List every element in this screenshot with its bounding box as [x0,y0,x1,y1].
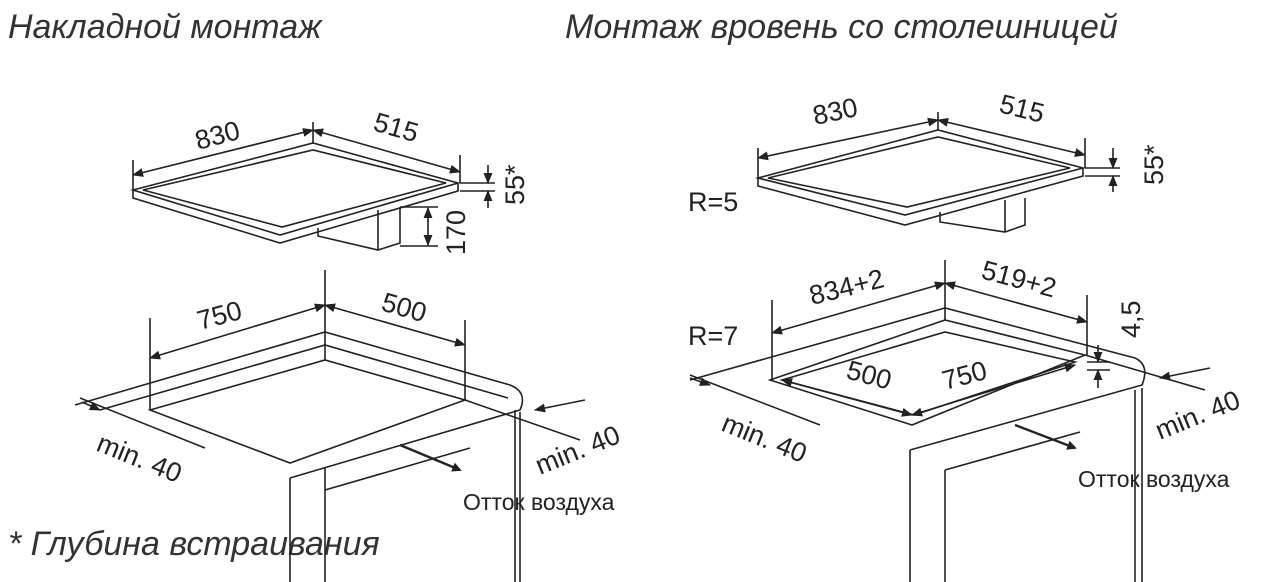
dim-right-hob-depth: 515 [997,89,1048,129]
dim-right-hob-height: 55* [1139,144,1169,185]
label-right-hob-radius: R=5 [688,187,738,217]
dim-right-cutout-inner-depth: 500 [843,355,894,396]
left-countertop: 750 500 min. 40 min. 40 Отток воздуха [74,270,624,582]
dim-left-hob-depth: 515 [370,107,422,148]
dim-right-cutout-inner-width: 750 [939,355,990,396]
dim-right-hob-width: 830 [810,92,860,131]
right-countertop: 834+2 519+2 4,5 R=7 500 750 min. 40 min.… [688,255,1244,582]
footnote-depth: * Глубина встраивания [8,525,380,563]
dim-left-cutout-width: 750 [194,295,245,336]
label-right-cutout-radius: R=7 [688,321,738,351]
dim-left-hob-height: 55* [500,164,530,205]
title-flush-mount: Монтаж вровень со столешницей [565,8,1118,46]
left-hob: 830 515 55* 170 [130,107,530,255]
dim-left-box-height: 170 [441,210,471,255]
dim-right-min-side: min. 40 [1151,385,1244,446]
label-right-airflow: Отток воздуха [1078,466,1230,492]
dim-right-cutout-step: 4,5 [1116,300,1146,338]
dim-left-min-front: min. 40 [93,428,186,489]
title-surface-mount: Накладной монтаж [8,8,322,46]
dim-left-min-side: min. 40 [531,420,624,481]
right-hob: 830 515 55* R=5 [688,89,1169,233]
label-left-airflow: Отток воздуха [463,489,615,515]
